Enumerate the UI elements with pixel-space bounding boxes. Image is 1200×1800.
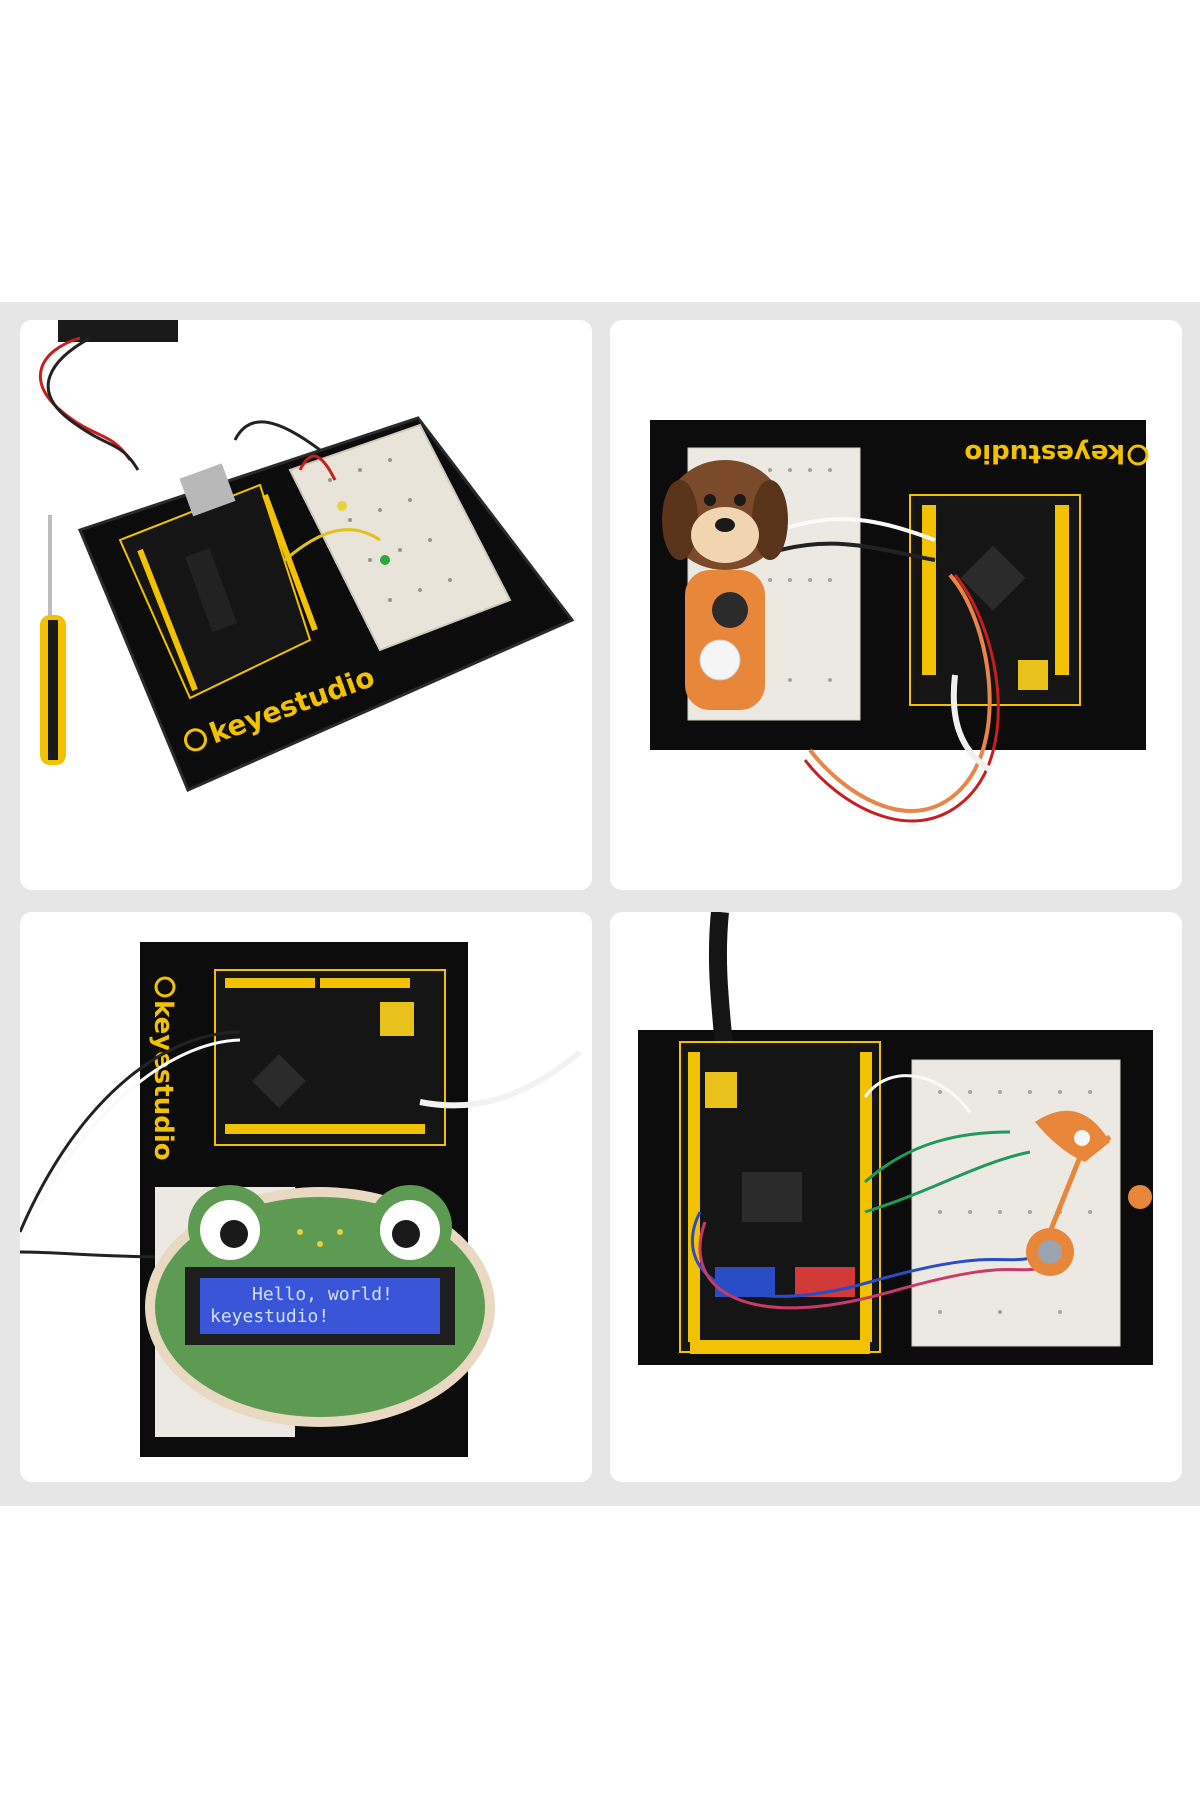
controller-board — [214, 969, 446, 1146]
photo-panel-dog-pir: keyestudio — [610, 320, 1182, 890]
photo-frog-lcd: keyestudio Hello, world! keyestudio! — [20, 942, 582, 1457]
power-jack — [1018, 660, 1048, 690]
photo-panel-lamp-sensor — [610, 912, 1182, 1482]
battery-clip — [58, 320, 178, 342]
power-jack — [380, 1002, 414, 1036]
green-led — [380, 555, 390, 565]
power-jack — [705, 1072, 737, 1108]
lamp-shade — [1035, 1110, 1110, 1162]
brand-logo-icon — [183, 728, 207, 752]
lcd-screen — [200, 1278, 440, 1334]
usb-cable — [950, 674, 992, 773]
buzzer — [712, 592, 748, 628]
brand-text: keyestudio — [964, 438, 1125, 468]
black-wire — [46, 336, 140, 471]
yellow-led — [337, 501, 347, 511]
brand-logo-icon — [154, 976, 176, 998]
usb-cable — [419, 1049, 582, 1109]
header-right — [262, 493, 318, 632]
chip — [185, 547, 237, 633]
photo-breadboard-led: keyestudio — [38, 320, 575, 792]
pir-sensor — [699, 639, 741, 681]
usb-port — [179, 463, 236, 517]
brand-logo-icon — [1127, 444, 1149, 466]
chip — [960, 545, 1026, 611]
photo-panel-frog-lcd: keyestudio Hello, world! keyestudio! — [20, 912, 592, 1482]
breadboard — [288, 423, 512, 652]
red-wire — [38, 336, 132, 461]
brand-text: keyestudio — [148, 1000, 178, 1161]
power-cable — [708, 912, 734, 1058]
lcd-line-2: keyestudio! — [210, 1306, 329, 1327]
photo-lamp-sensor — [638, 912, 1153, 1365]
chip — [742, 1172, 802, 1222]
photo-panel-breadboard-led: keyestudio — [20, 320, 592, 890]
dog-nose — [715, 518, 735, 532]
lamp-led — [1074, 1130, 1090, 1146]
breadboard — [911, 1059, 1121, 1347]
photo-dog-pir: keyestudio — [650, 420, 1149, 823]
header-left — [137, 548, 198, 692]
dog-body — [685, 570, 765, 710]
lcd-line-1: Hello, world! — [252, 1284, 393, 1305]
